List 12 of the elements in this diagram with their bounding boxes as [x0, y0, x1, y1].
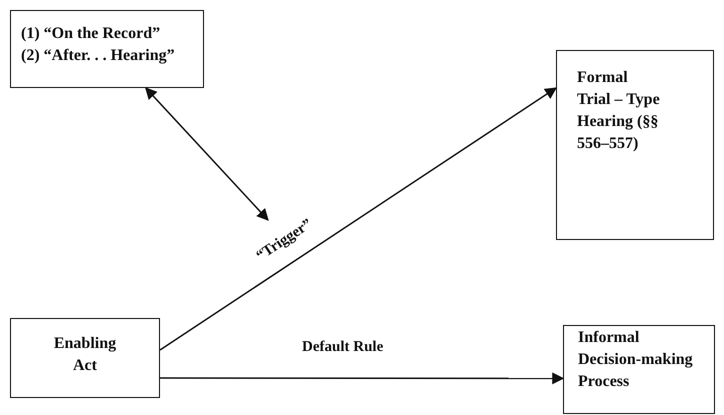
- arrow: [144, 87, 269, 221]
- arrow: [160, 372, 564, 384]
- box-text: Formal Trial – Type Hearing (§§ 556–557): [577, 68, 661, 154]
- text-box: [556, 50, 714, 240]
- text-box: [10, 10, 204, 88]
- text-box: [10, 318, 160, 398]
- box-text: Enabling Act: [52, 334, 118, 376]
- box-text: (1) “On the Record”: [21, 24, 162, 44]
- box-text: Informal Decision-making Process: [578, 328, 694, 392]
- box-text: (2) “After. . . Hearing”: [21, 46, 176, 66]
- text-box: [563, 325, 715, 414]
- arrow: [160, 87, 557, 351]
